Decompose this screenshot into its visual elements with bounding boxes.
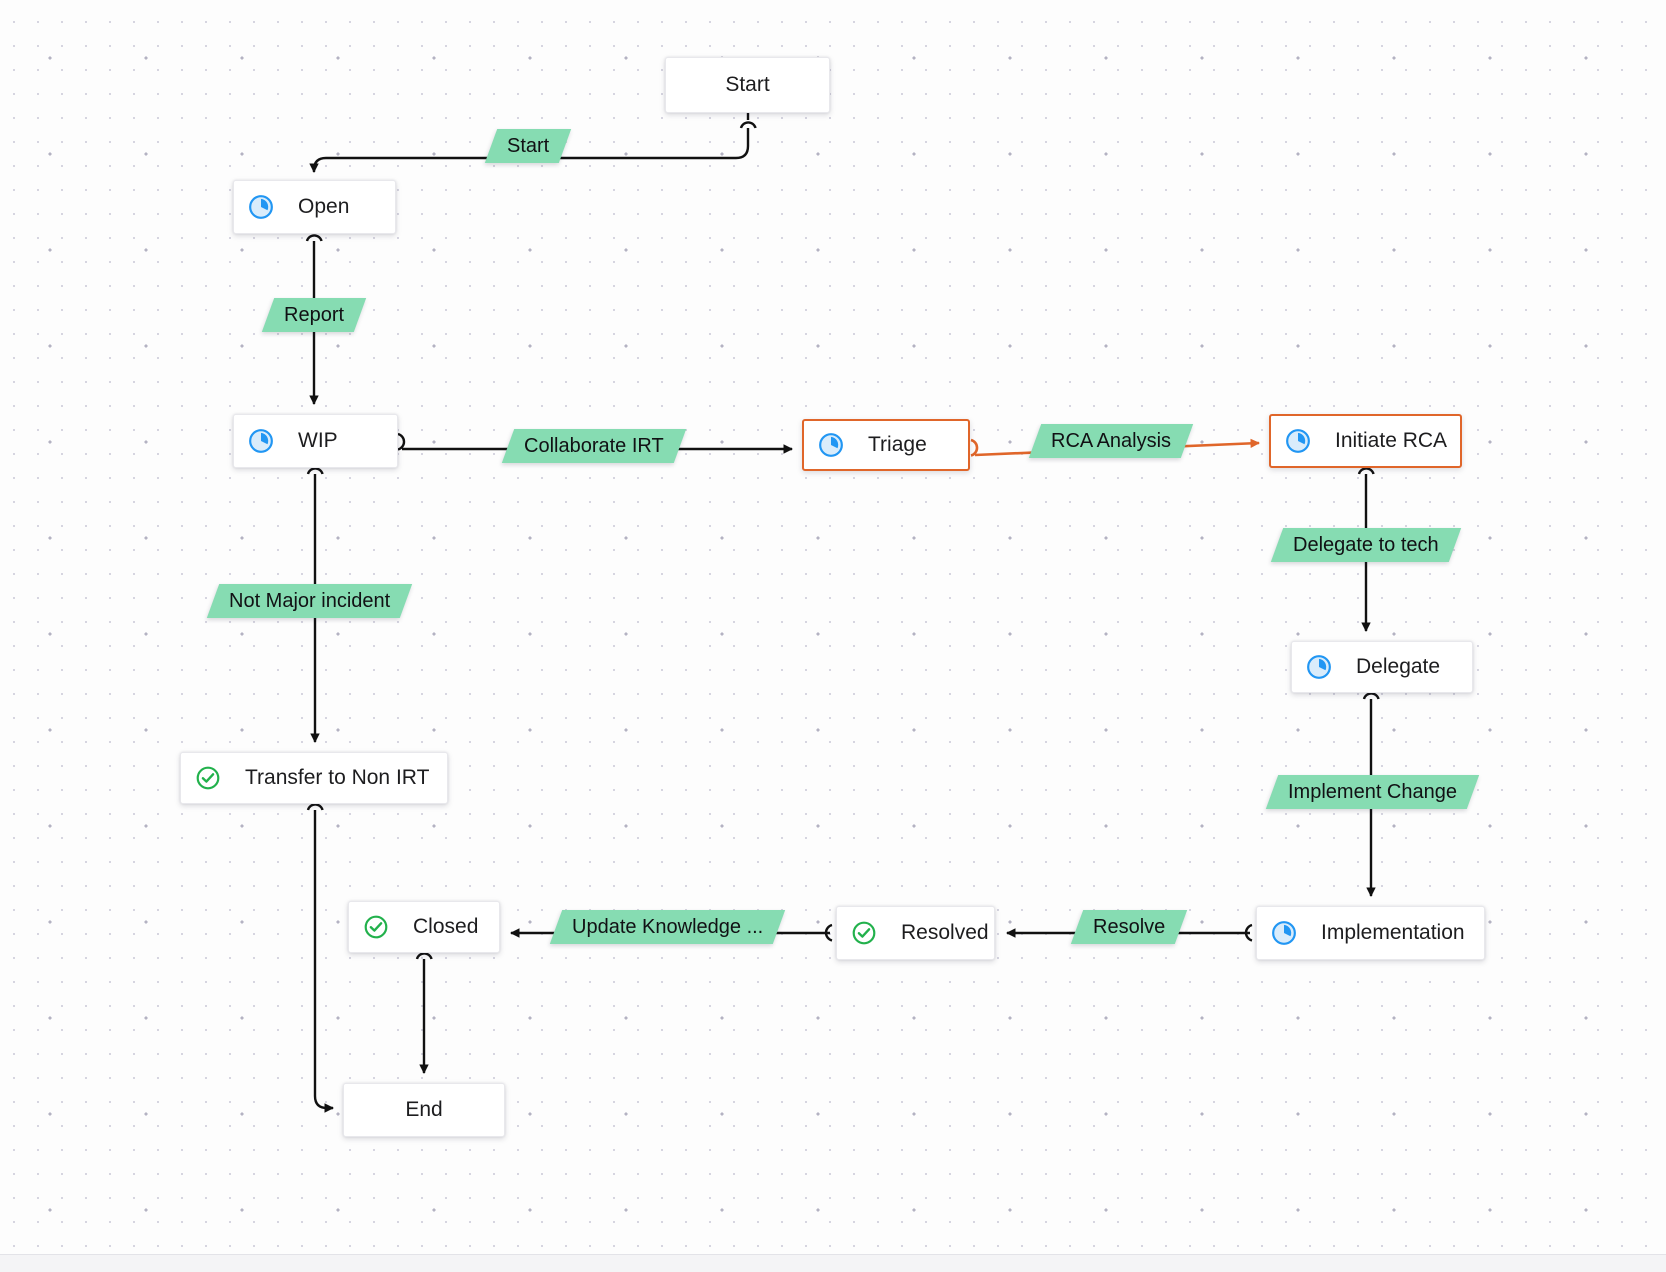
node-triage-label: Triage: [868, 433, 927, 456]
node-closed[interactable]: Closed: [348, 901, 500, 953]
edge-transfer-end: [313, 810, 334, 1113]
node-delegate-label: Delegate: [1356, 655, 1441, 678]
node-wip-label: WIP: [298, 429, 338, 452]
node-open-label: Open: [298, 195, 350, 218]
clock-icon: [1307, 655, 1331, 679]
node-implementation[interactable]: Implementation: [1256, 906, 1485, 960]
clock-icon: [249, 429, 273, 453]
edge-rca-delegate-nub: [1357, 467, 1375, 475]
node-end-label: End: [405, 1098, 443, 1121]
node-initiate-rca-label: Initiate RCA: [1335, 429, 1448, 452]
edge-label-start-text: Start: [507, 135, 550, 157]
edge-label-implement-change-text: Implement Change: [1288, 781, 1457, 803]
check-circle-icon: [852, 921, 876, 945]
node-closed-label: Closed: [413, 915, 479, 938]
edge-resolved-closed-nub: [824, 923, 833, 942]
edge-wip-transfer-nub: [306, 467, 324, 475]
node-resolved-label: Resolved: [901, 921, 989, 944]
edge-label-collaborate-irt-text: Collaborate IRT: [524, 435, 664, 457]
edge-label-update-knowledge-text: Update Knowledge ...: [572, 916, 764, 938]
node-start-label: Start: [725, 73, 770, 96]
edge-transfer-end-nub: [306, 803, 324, 811]
node-triage[interactable]: Triage: [802, 419, 970, 471]
edge-label-start[interactable]: Start: [484, 129, 572, 163]
edge-label-report-text: Report: [284, 304, 345, 326]
edge-delegate-impl-nub: [1362, 692, 1380, 700]
edge-closed-end-nub: [415, 952, 433, 960]
check-circle-icon: [196, 766, 220, 790]
node-end[interactable]: End: [343, 1083, 505, 1137]
edge-wip-triage-nub: [397, 432, 406, 451]
check-circle-icon: [364, 915, 388, 939]
node-implementation-label: Implementation: [1321, 921, 1465, 944]
clock-icon: [819, 433, 843, 457]
edge-label-delegate-to-tech[interactable]: Delegate to tech: [1270, 528, 1461, 562]
node-wip[interactable]: WIP: [233, 414, 398, 468]
node-initiate-rca[interactable]: Initiate RCA: [1269, 414, 1462, 468]
edge-open-wip-nub: [305, 234, 323, 242]
edge-label-rca-analysis-text: RCA Analysis: [1051, 430, 1172, 452]
clock-icon: [249, 195, 273, 219]
clock-icon: [1286, 429, 1310, 453]
edge-label-resolve-text: Resolve: [1093, 916, 1166, 938]
node-resolved[interactable]: Resolved: [836, 906, 995, 960]
clock-icon: [1272, 921, 1296, 945]
edge-label-implement-change[interactable]: Implement Change: [1265, 775, 1480, 809]
edge-label-report[interactable]: Report: [261, 298, 367, 332]
bottom-status-strip: [0, 1254, 1666, 1272]
node-transfer-to-non-irt[interactable]: Transfer to Non IRT: [180, 752, 448, 804]
edge-label-update-knowledge[interactable]: Update Knowledge ...: [549, 910, 786, 944]
edge-label-not-major-incident-text: Not Major incident: [229, 590, 391, 612]
edge-impl-resolved-nub: [1244, 923, 1253, 942]
edge-label-rca-analysis[interactable]: RCA Analysis: [1028, 424, 1194, 458]
node-start[interactable]: Start: [665, 57, 830, 113]
node-delegate[interactable]: Delegate: [1291, 641, 1473, 693]
edge-triage-rca-nub: [970, 438, 979, 457]
edge-start-open-nub: [739, 121, 757, 129]
edge-label-collaborate-irt[interactable]: Collaborate IRT: [501, 429, 686, 463]
edge-label-not-major-incident[interactable]: Not Major incident: [206, 584, 413, 618]
edge-label-delegate-to-tech-text: Delegate to tech: [1293, 534, 1439, 556]
edge-label-resolve[interactable]: Resolve: [1070, 910, 1188, 944]
node-transfer-to-non-irt-label: Transfer to Non IRT: [245, 766, 430, 789]
node-open[interactable]: Open: [233, 180, 396, 234]
